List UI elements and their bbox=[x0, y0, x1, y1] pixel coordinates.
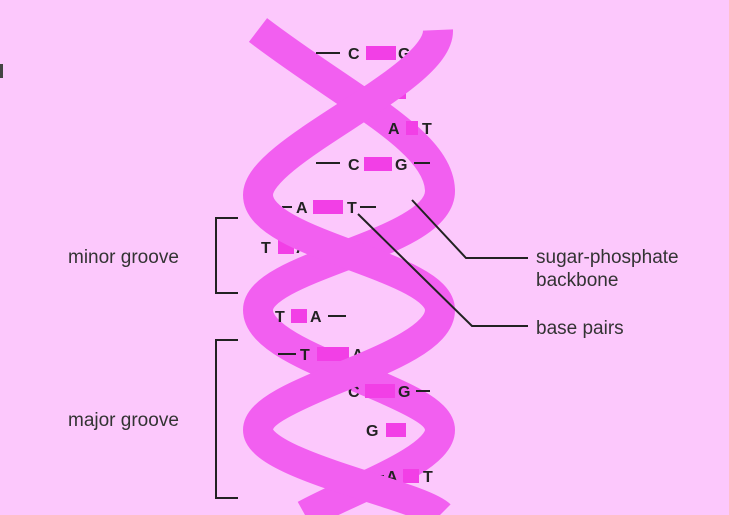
base-block bbox=[313, 200, 343, 214]
base-letter: C bbox=[348, 46, 360, 63]
base-block bbox=[403, 469, 419, 483]
base-letter: T bbox=[275, 309, 285, 326]
base-block bbox=[386, 423, 406, 437]
base-pair-row-7: T A bbox=[275, 309, 346, 326]
base-letter: T bbox=[422, 121, 432, 138]
base-letter: T bbox=[300, 347, 310, 364]
backbone-strand-front bbox=[242, 27, 456, 515]
minor-groove-label: minor groove bbox=[68, 247, 179, 268]
base-letter: G bbox=[395, 157, 407, 174]
base-letter: G bbox=[366, 423, 378, 440]
edge-mark bbox=[0, 64, 3, 78]
base-pairs-leader-line bbox=[357, 213, 528, 327]
base-block bbox=[365, 384, 395, 398]
backbone-label-line2: backbone bbox=[536, 270, 618, 291]
major-groove-label: major groove bbox=[68, 410, 179, 431]
backbone-strand-back bbox=[242, 18, 456, 515]
base-letter: T bbox=[423, 469, 433, 486]
base-letter: T bbox=[261, 240, 271, 257]
base-letter: A bbox=[310, 309, 322, 326]
base-pair-row-5: A T bbox=[282, 200, 376, 217]
base-pairs-label: base pairs bbox=[536, 318, 624, 339]
base-block bbox=[364, 157, 392, 171]
minor-groove-bracket bbox=[215, 217, 238, 294]
base-letter: A bbox=[388, 121, 400, 138]
major-groove-bracket bbox=[215, 339, 238, 499]
base-pair-row-4: C G bbox=[316, 157, 430, 174]
base-letter: G bbox=[398, 384, 410, 401]
backbone-leader-line bbox=[411, 199, 528, 259]
base-block bbox=[291, 309, 307, 323]
base-pair-row-10: G bbox=[366, 423, 406, 440]
base-block bbox=[317, 347, 349, 361]
backbone-label-line1: sugar-phosphate bbox=[536, 247, 679, 268]
base-letter: A bbox=[296, 200, 308, 217]
base-pair-row-3: A T bbox=[388, 121, 432, 138]
base-block bbox=[366, 46, 396, 60]
base-letter: T bbox=[347, 200, 357, 217]
base-letter: C bbox=[348, 157, 360, 174]
base-block bbox=[406, 121, 418, 135]
